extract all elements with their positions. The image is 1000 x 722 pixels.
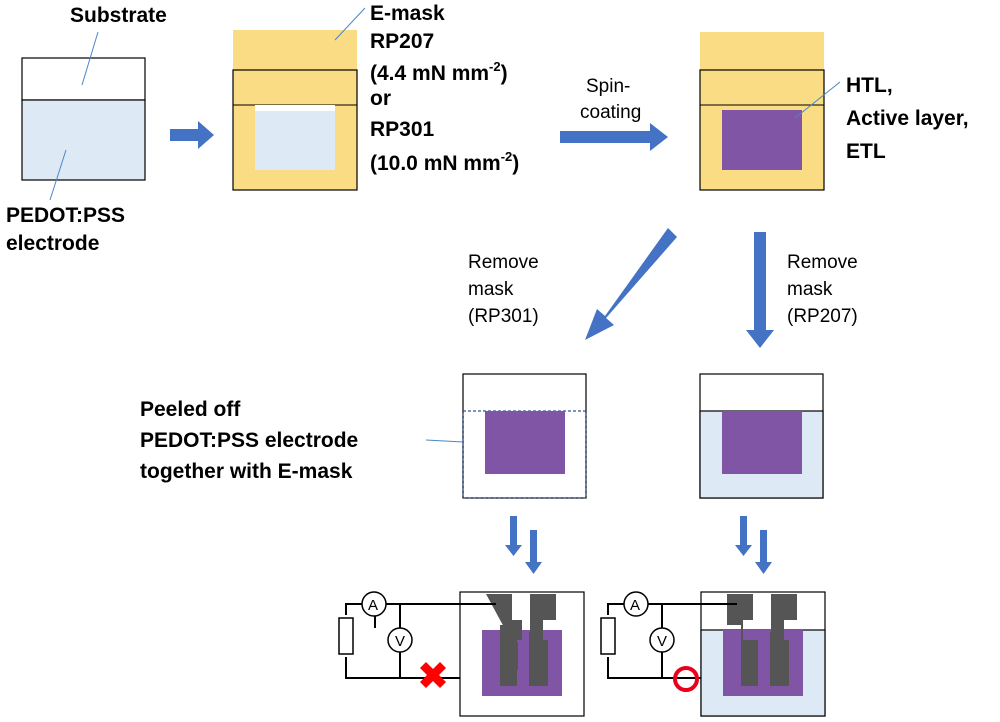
remove-left-2: mask (468, 279, 514, 300)
wire-left-1 (345, 603, 364, 615)
removed-active-layer (722, 411, 802, 474)
emask-callout-line (334, 7, 366, 41)
or-label: or (370, 87, 391, 110)
ammeter-left (361, 591, 387, 617)
remove-right-2: mask (787, 279, 833, 300)
voltmeter-left-label: V (395, 633, 405, 650)
peeled-label-3: together with E-mask (140, 460, 353, 483)
substrate-label: Substrate (70, 4, 167, 27)
success-circle-icon (673, 666, 699, 692)
wire-right-bottom (607, 657, 701, 679)
spin-label-1: Spin- (586, 76, 630, 97)
voltmeter-right (649, 627, 675, 653)
emask-label: E-mask (370, 2, 445, 25)
device-right-active (723, 630, 803, 696)
layers-callout-line (794, 81, 841, 119)
voltmeter-right-label: V (657, 633, 667, 650)
double-arrow-left (505, 516, 542, 574)
device-left-electrode-1b (486, 594, 522, 686)
pedot-layer (21, 99, 146, 181)
wire-left-bottom (345, 657, 460, 679)
circuit-right (600, 591, 826, 717)
peeled-active-layer (485, 411, 565, 474)
peeled-callout-line (425, 439, 464, 443)
arrow-down (746, 232, 774, 348)
voltmeter-left (387, 627, 413, 653)
emask-window-top (255, 105, 335, 111)
ammeter-right-label: A (630, 597, 640, 614)
coated-active-layer (722, 110, 802, 170)
pedot-label-line1: PEDOT:PSS (6, 204, 125, 227)
rp301-label: RP301 (370, 118, 435, 141)
coated-mask-top (700, 32, 824, 70)
circuit-left (338, 591, 585, 717)
mask-removed-panel (699, 373, 824, 499)
spin-label-2: coating (580, 102, 641, 123)
layers-label-2: Active layer, (846, 107, 969, 130)
peeled-label-1: Peeled off (140, 398, 241, 421)
rp207-value: (4.4 mN mm-2) (370, 59, 508, 85)
device-right-electrode-1 (727, 594, 758, 686)
device-left-active (482, 630, 562, 696)
rp301-value: (10.0 mN mm-2) (370, 149, 519, 175)
device-left-electrode-2 (529, 594, 556, 686)
substrate-callout-line (81, 31, 99, 86)
peeled-panel (425, 373, 587, 499)
resistor-right (600, 617, 616, 655)
ammeter-left-label: A (368, 597, 378, 614)
double-arrow-right (735, 516, 772, 574)
remove-left-1: Remove (468, 252, 539, 273)
arrow-right-1 (170, 121, 214, 149)
emask-window (255, 105, 335, 170)
remove-left-3: (RP301) (468, 306, 539, 327)
emask-panel (232, 7, 366, 191)
arrow-diagonal (585, 228, 677, 340)
resistor-left (338, 617, 354, 655)
layers-label-1: HTL, (846, 74, 893, 97)
fail-cross-icon (420, 662, 446, 688)
coated-panel (699, 32, 841, 191)
emask-top (233, 30, 357, 70)
device-right-electrode-2 (770, 594, 797, 686)
peeled-label-2: PEDOT:PSS electrode (140, 429, 358, 452)
ammeter-right (623, 591, 649, 617)
rp207-label: RP207 (370, 30, 434, 53)
layers-label-3: ETL (846, 140, 886, 163)
pedot-callout-line (49, 149, 67, 201)
pedot-label-line2: electrode (6, 232, 99, 255)
arrow-spin-coating (560, 123, 668, 151)
wire-right-1 (607, 603, 626, 615)
remove-right-1: Remove (787, 252, 858, 273)
remove-right-3: (RP207) (787, 306, 858, 327)
substrate-panel (21, 31, 146, 201)
